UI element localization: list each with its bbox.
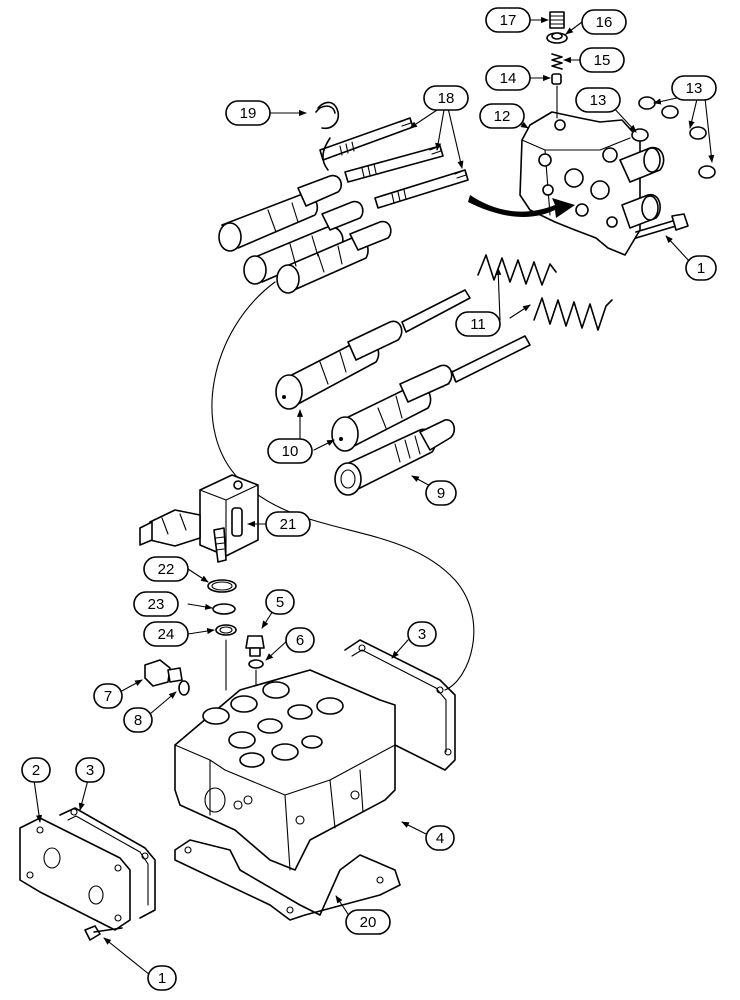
callout-label: 18	[438, 90, 455, 107]
callout-label: 19	[240, 105, 257, 122]
gasket-right-3[interactable]	[344, 639, 456, 771]
valve-body-4[interactable]	[174, 669, 396, 871]
callout-label: 2	[32, 762, 40, 779]
cover-bolt-top[interactable]	[635, 213, 689, 239]
callout-label: 9	[437, 485, 445, 502]
callout-11: 11	[455, 311, 501, 337]
callout-label: 1	[697, 260, 705, 277]
callout-2: 2	[21, 757, 51, 783]
cover-bolt-bottom[interactable]	[84, 925, 123, 941]
callout-label: 3	[418, 626, 426, 643]
callout-label: 1	[158, 970, 166, 987]
callout-label: 14	[500, 70, 517, 87]
callout-label: 23	[148, 596, 165, 613]
callout-label: 24	[158, 626, 175, 643]
callout-18: 18	[423, 85, 469, 111]
callout-1a: 1	[685, 255, 717, 281]
plug-7[interactable]	[144, 659, 183, 687]
callout-10: 10	[267, 438, 313, 464]
callout-1b: 1	[147, 965, 177, 991]
plug-5[interactable]	[245, 635, 265, 657]
callout-16: 16	[581, 9, 627, 35]
install-arrow	[468, 195, 575, 218]
snap-ring-19[interactable]	[315, 101, 340, 130]
callout-23: 23	[133, 591, 179, 617]
callout-13b: 13	[671, 75, 717, 101]
callout-9: 9	[425, 480, 457, 506]
o-ring-22[interactable]	[207, 579, 237, 593]
callout-6: 6	[285, 627, 315, 653]
o-ring-24[interactable]	[215, 624, 237, 636]
callout-20: 20	[345, 909, 391, 935]
callout-label: 10	[282, 443, 299, 460]
callout-21: 21	[265, 511, 311, 537]
callout-label: 3	[86, 762, 94, 779]
callout-22: 22	[143, 556, 189, 582]
seat-16[interactable]	[546, 32, 568, 44]
callout-3a: 3	[75, 757, 105, 783]
callout-label: 15	[594, 52, 611, 69]
callout-14: 14	[485, 65, 531, 91]
callout-24: 24	[143, 621, 189, 647]
callout-3b: 3	[407, 621, 437, 647]
callout-label: 11	[470, 316, 486, 333]
end-cover[interactable]	[519, 111, 665, 256]
callout-13a: 13	[575, 87, 621, 113]
solenoid-21[interactable]	[139, 474, 259, 563]
o-ring-8[interactable]	[178, 680, 190, 696]
cover-plate-2[interactable]	[19, 817, 131, 931]
o-ring-6[interactable]	[248, 659, 264, 669]
callout-5: 5	[265, 589, 295, 615]
callout-label: 20	[360, 914, 377, 931]
callout-label: 12	[494, 108, 511, 125]
spools-10[interactable]	[275, 289, 531, 452]
callout-17: 17	[485, 7, 531, 33]
assembly-path-line	[211, 281, 475, 691]
plug-17[interactable]	[549, 11, 565, 29]
callout-19: 19	[225, 100, 271, 126]
springs-11[interactable]	[477, 254, 613, 331]
spring-15[interactable]	[551, 53, 563, 70]
valve-9[interactable]	[334, 419, 456, 496]
callout-label: 13	[590, 92, 607, 109]
callout-4: 4	[425, 825, 455, 851]
callout-8: 8	[123, 707, 153, 733]
callout-15: 15	[579, 47, 625, 73]
callout-label: 8	[134, 712, 142, 729]
ball-14[interactable]	[551, 73, 562, 85]
callout-7: 7	[93, 683, 123, 709]
callout-label: 21	[280, 516, 297, 533]
callout-12: 12	[479, 103, 525, 129]
spool-assembly-18[interactable]	[218, 117, 469, 294]
callout-label: 4	[436, 830, 444, 847]
gasket-bottom-20[interactable]	[174, 839, 401, 921]
callout-label: 17	[500, 12, 517, 29]
callout-label: 6	[296, 632, 304, 649]
o-ring-23[interactable]	[212, 603, 236, 615]
caps-13[interactable]	[631, 96, 716, 179]
callout-label: 13	[686, 80, 703, 97]
callout-label: 16	[596, 14, 613, 31]
callout-label: 7	[104, 688, 112, 705]
gasket-left-3[interactable]	[59, 807, 156, 919]
callout-label: 22	[158, 561, 175, 578]
callout-label: 5	[276, 594, 284, 611]
